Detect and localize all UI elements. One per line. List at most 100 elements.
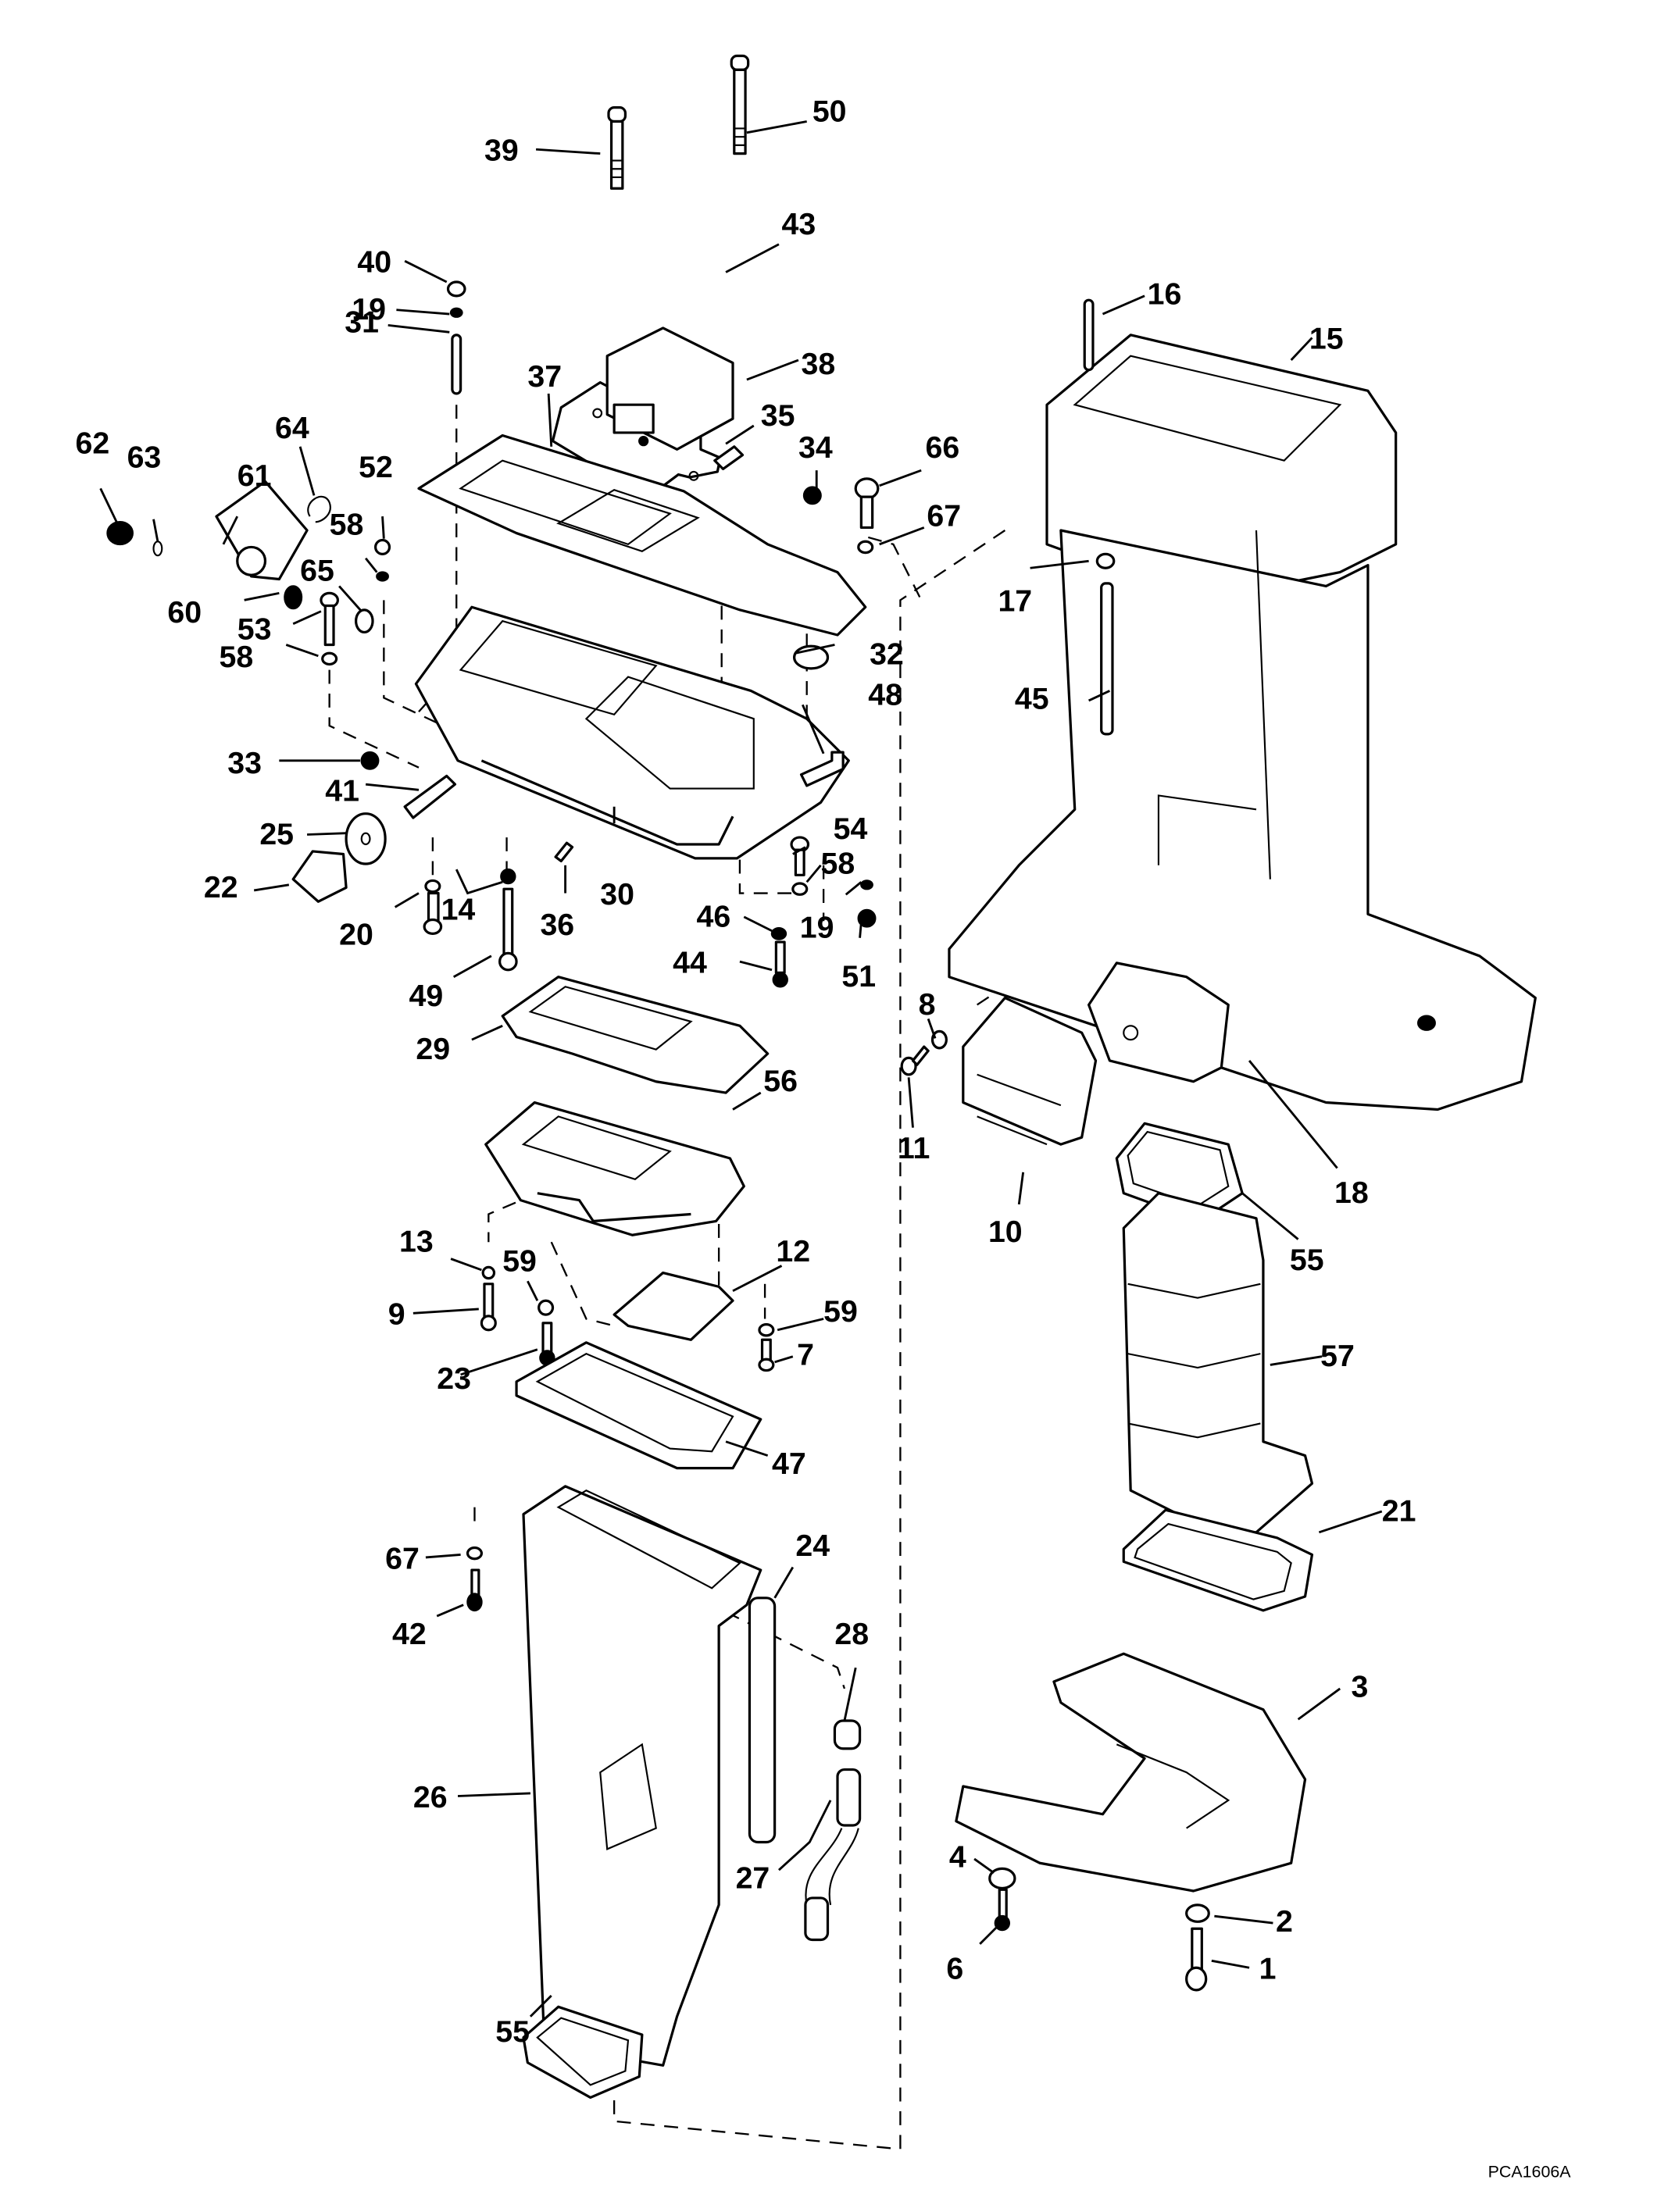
part-66-bolt — [854, 477, 880, 530]
callout-38: 38 — [802, 347, 836, 381]
callout-67-b: 67 — [385, 1541, 420, 1575]
callout-9: 9 — [388, 1297, 405, 1332]
part-56-plate — [484, 1101, 745, 1236]
part-54-bolt — [790, 836, 810, 876]
part-37-gasket — [417, 433, 867, 637]
callout-30: 30 — [600, 877, 634, 912]
callout-28: 28 — [834, 1617, 869, 1651]
callout-63: 63 — [127, 441, 162, 475]
callout-10: 10 — [988, 1215, 1023, 1249]
part-6-screw — [994, 1888, 1011, 1932]
part-1-bolt — [1185, 1927, 1208, 1992]
callout-11: 11 — [898, 1131, 930, 1165]
part-65-seal — [354, 608, 374, 634]
part-2-nut — [1185, 1903, 1210, 1923]
part-29-gasket — [501, 976, 770, 1094]
part-16-stud — [1083, 298, 1095, 372]
callout-58-a: 58 — [330, 507, 364, 541]
callout-7: 7 — [797, 1337, 814, 1372]
callout-60: 60 — [167, 595, 202, 630]
callout-labels: 39 50 43 40 19 31 37 38 35 34 66 67 62 6… — [75, 95, 1571, 2182]
callout-35: 35 — [761, 398, 795, 433]
callout-15: 15 — [1309, 322, 1344, 356]
callout-46: 46 — [697, 899, 731, 933]
callout-55-top: 55 — [1290, 1243, 1324, 1277]
part-30-adapter-housing — [414, 605, 850, 860]
callout-1: 1 — [1259, 1952, 1277, 1986]
callout-45: 45 — [1015, 682, 1049, 716]
part-49-bolt — [498, 887, 518, 972]
part-41-fitting — [403, 774, 457, 819]
callout-18: 18 — [1334, 1176, 1369, 1210]
callout-66: 66 — [926, 430, 960, 465]
part-52-nut — [374, 538, 391, 555]
part-12-cover-plate — [612, 1271, 734, 1341]
part-18-mount — [1087, 962, 1230, 1083]
part-19-washer-top — [449, 307, 463, 318]
part-34-nut — [802, 486, 822, 505]
callout-58-c: 58 — [821, 847, 855, 881]
callout-12: 12 — [776, 1234, 810, 1268]
part-22-grommet — [291, 850, 348, 903]
callout-4: 4 — [949, 1840, 966, 1875]
callout-20: 20 — [339, 918, 373, 952]
part-24-tube — [748, 1597, 777, 1844]
part-38-module — [605, 326, 734, 451]
callout-48: 48 — [868, 677, 902, 712]
callout-33: 33 — [227, 746, 262, 780]
callout-47: 47 — [772, 1447, 806, 1481]
callout-55-bottom: 55 — [495, 2014, 530, 2049]
callout-61: 61 — [238, 458, 272, 493]
callout-41: 41 — [325, 774, 359, 808]
part-62-plug — [106, 521, 134, 546]
callout-64: 64 — [275, 411, 309, 445]
callout-21: 21 — [1382, 1494, 1416, 1529]
callout-32: 32 — [870, 637, 904, 672]
part-53-bolt — [320, 591, 339, 647]
callout-37: 37 — [527, 359, 562, 394]
callout-42: 42 — [392, 1617, 427, 1651]
part-33-nut — [360, 751, 380, 770]
callout-53: 53 — [238, 612, 272, 646]
part-20-screw — [423, 891, 443, 935]
part-3-plate — [955, 1652, 1307, 1893]
part-8-washer — [930, 1029, 948, 1050]
part-17-washer — [1095, 552, 1116, 569]
part-39-bolt — [607, 106, 627, 190]
part-59-washer-b — [758, 1323, 775, 1337]
callout-34: 34 — [798, 430, 833, 465]
part-15-drive-shaft-housing — [948, 334, 1537, 1111]
part-4-washer — [988, 1867, 1016, 1890]
callout-40: 40 — [357, 244, 391, 279]
callout-58-b: 58 — [220, 640, 254, 674]
callout-67-top: 67 — [927, 499, 961, 533]
part-10-cover — [962, 996, 1098, 1146]
callout-39: 39 — [484, 134, 519, 168]
callout-8: 8 — [919, 987, 936, 1022]
callout-51: 51 — [841, 959, 876, 994]
callout-59-a: 59 — [502, 1244, 537, 1279]
part-19-washer-b — [860, 879, 873, 890]
part-36-pin — [554, 841, 574, 863]
callout-27: 27 — [736, 1861, 770, 1895]
callout-6: 6 — [946, 1952, 963, 1986]
part-9-screw — [480, 1283, 497, 1332]
callout-59-b: 59 — [823, 1294, 858, 1329]
part-45-stud — [1100, 582, 1114, 736]
callout-23: 23 — [437, 1361, 471, 1396]
part-58-washer-b — [321, 651, 338, 666]
callout-14: 14 — [441, 892, 476, 926]
callout-19-top: 19 — [352, 292, 386, 326]
callout-24: 24 — [795, 1529, 830, 1563]
callout-13: 13 — [399, 1225, 434, 1259]
part-55-seal-bottom — [522, 2005, 644, 2100]
callout-57: 57 — [1320, 1339, 1355, 1373]
part-58-washer-c — [791, 882, 809, 896]
part-63-o-ring — [152, 541, 163, 557]
callout-62: 62 — [75, 426, 109, 461]
part-47-gasket — [515, 1341, 762, 1470]
callout-36: 36 — [540, 908, 574, 942]
part-44-screw — [772, 940, 788, 988]
callout-2: 2 — [1276, 1904, 1293, 1939]
